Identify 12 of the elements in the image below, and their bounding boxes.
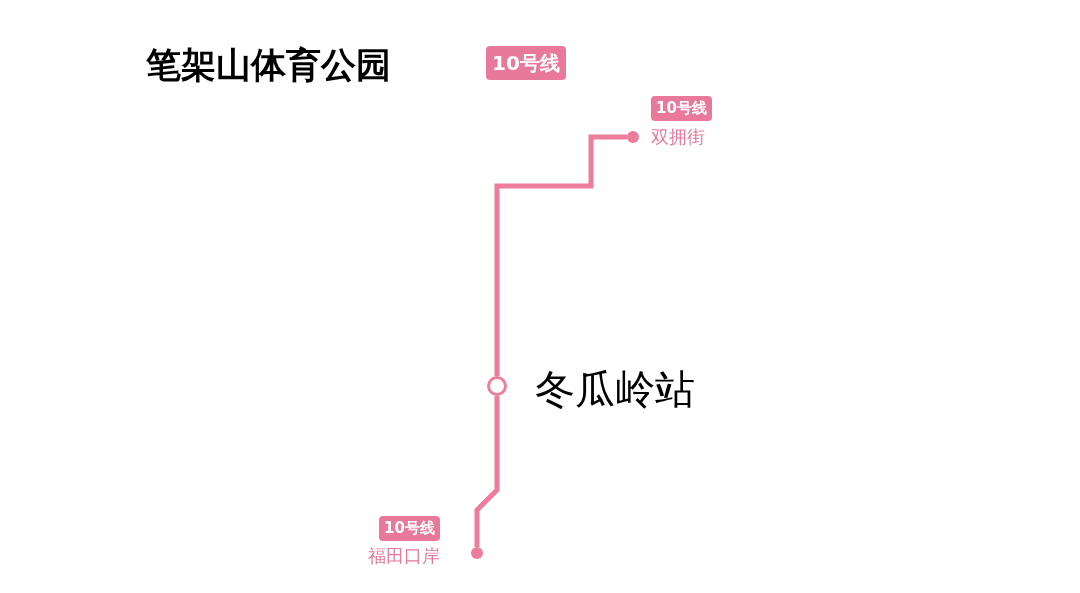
station-marker — [484, 373, 510, 399]
title: 笔架山体育公园 — [146, 44, 391, 86]
metro-line — [474, 396, 500, 547]
station-name: 双拥街 — [651, 128, 705, 146]
station-name: 冬瓜岭站 — [535, 368, 695, 410]
terminal-dot — [468, 544, 486, 562]
station-name: 福田口岸 — [368, 547, 440, 565]
line-badge: 10号线 — [379, 516, 440, 541]
metro-line — [494, 134, 627, 376]
terminal-dot — [624, 128, 642, 146]
line-badge: 10号线 — [651, 96, 712, 121]
line-badge: 10号线 — [486, 46, 566, 80]
